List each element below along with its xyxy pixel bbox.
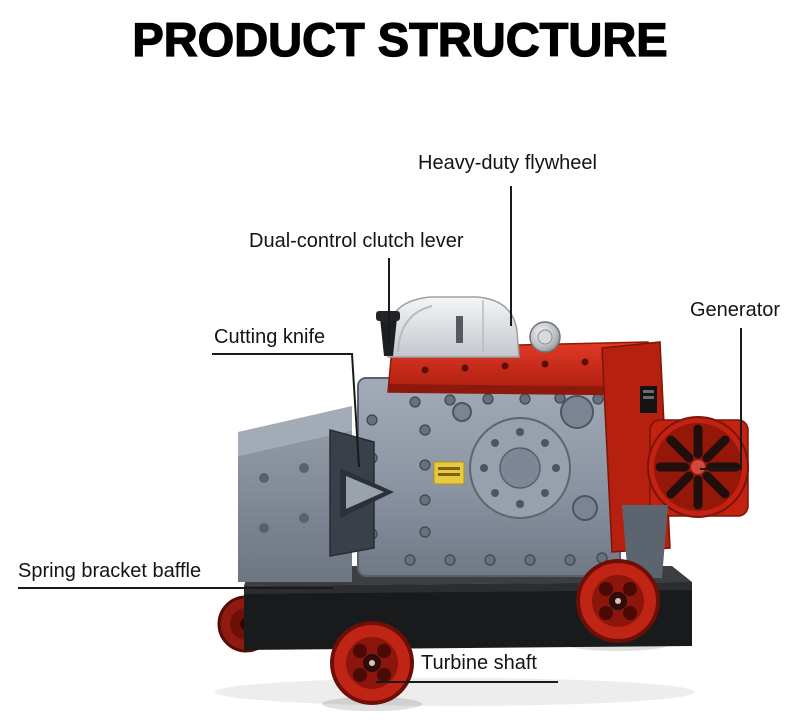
label-cutting-knife: Cutting knife (214, 326, 326, 348)
page-title: PRODUCT STRUCTURE (132, 12, 669, 66)
label-heavy-duty-flywheel: Heavy-duty flywheel (418, 152, 597, 174)
label-turbine-shaft: Turbine shaft (421, 652, 537, 674)
leader-line-generator (700, 328, 742, 470)
flywheel-cover (387, 296, 520, 358)
label-spring-bracket-baffle: Spring bracket baffle (18, 560, 202, 582)
label-generator: Generator (690, 299, 781, 321)
main-gearbox (357, 377, 621, 577)
label-dual-control-clutch-lever: Dual-control clutch lever (249, 230, 464, 252)
spring-bracket-baffle (238, 406, 352, 582)
generator-bracket (622, 505, 668, 578)
generator-fan (647, 416, 749, 518)
cutting-knife-blade (329, 429, 394, 557)
chrome-cap (529, 321, 561, 353)
wheel-bottom (330, 621, 414, 705)
wheel-right (576, 559, 660, 643)
leader-line-cutting-knife (212, 353, 360, 468)
